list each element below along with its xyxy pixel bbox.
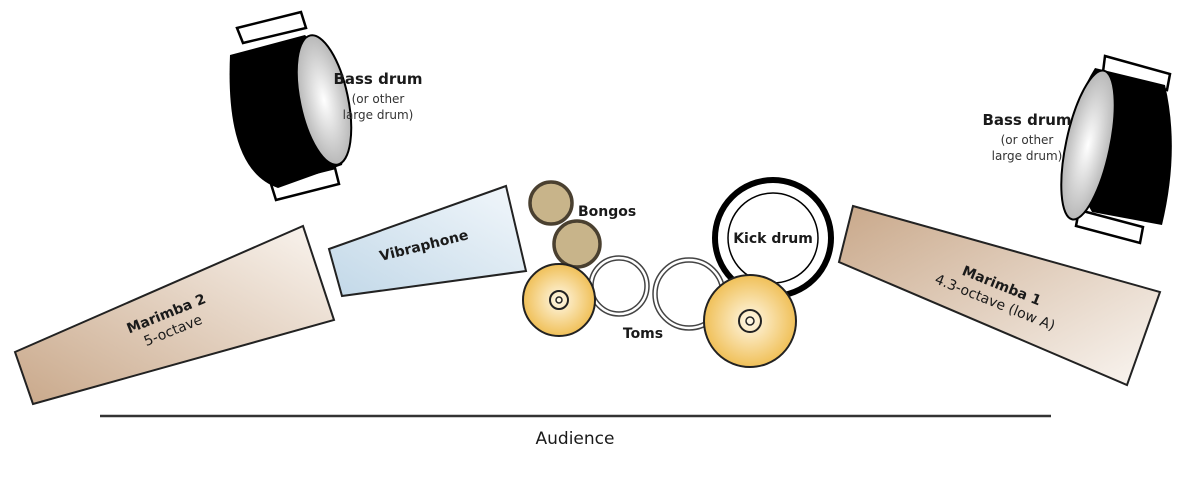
bongos-label: Bongos [578,204,636,220]
bass-drum-right-sub1: (or other [1001,133,1054,147]
bass-drum-right [1060,54,1172,245]
kick-drum [712,177,834,299]
bass-drum-right-label: Bass drum [982,111,1071,129]
marimba-1 [837,204,1162,387]
kick-drum-label: Kick drum [733,231,813,247]
bass-drum-left [229,10,353,202]
audience-label: Audience [536,429,615,449]
marimba-2 [13,224,336,406]
tom-1 [588,255,650,317]
cymbal-left [522,263,596,337]
bass-drum-left-sub1: (or other [352,92,405,106]
vibraphone [327,184,528,298]
bongo-1 [528,180,574,226]
bass-drum-left-label: Bass drum [333,70,422,88]
toms-label: Toms [623,326,663,342]
bass-drum-right-sub2: large drum) [992,149,1063,163]
bass-drum-left-sub2: large drum) [343,108,414,122]
cymbal-right [703,274,797,368]
bongo-2 [552,219,602,269]
